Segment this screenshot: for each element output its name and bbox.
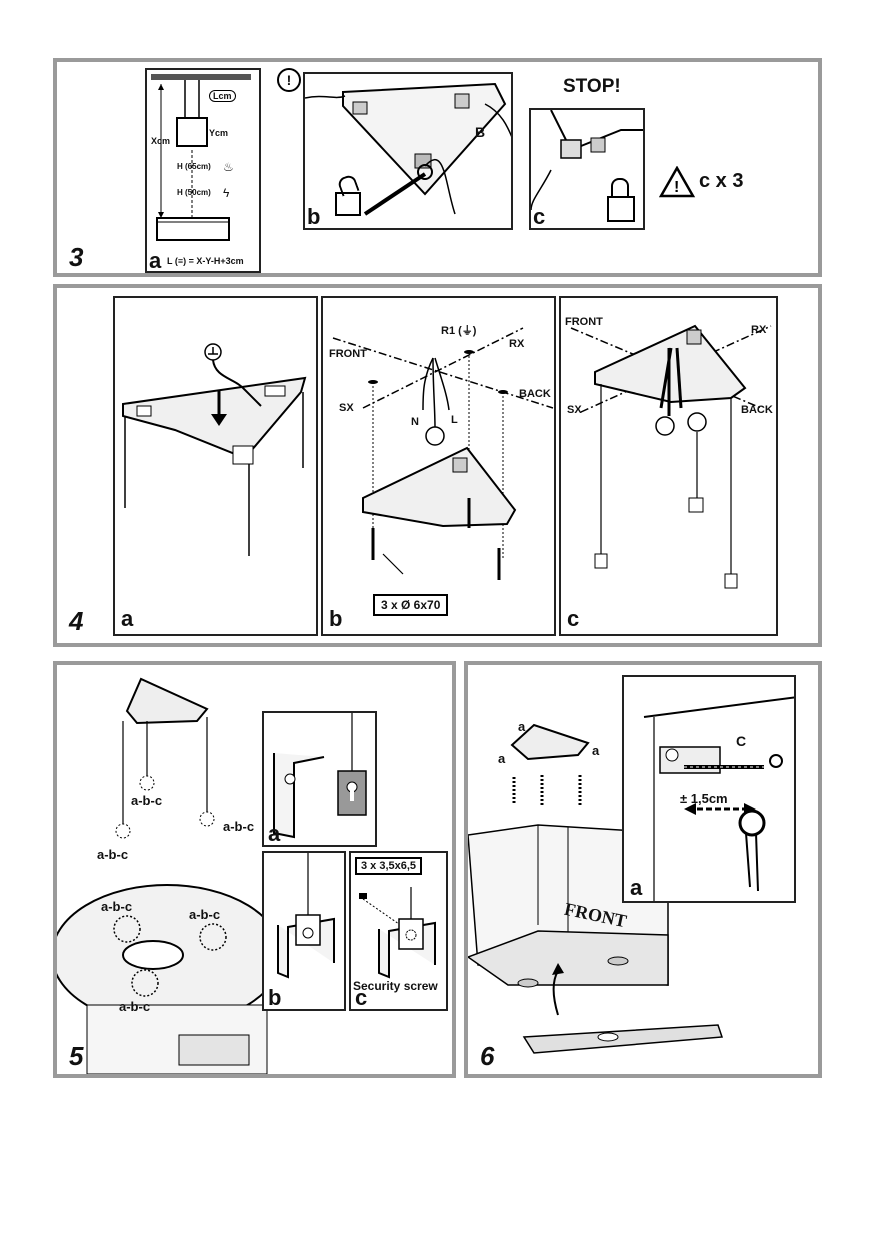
abc-label-1: a-b-c	[131, 793, 163, 808]
panel-5c: 3 x 3,5x6,5 Security screw c	[349, 851, 448, 1011]
security-screw-illustration	[359, 887, 436, 979]
unlocked-padlock-icon	[335, 192, 361, 216]
panel-4a-letter: a	[121, 606, 134, 631]
hood-mounting-illustration	[57, 677, 283, 1074]
abc-label-4: a-b-c	[101, 899, 133, 914]
ceiling-drill-illustration	[332, 327, 554, 580]
panel-5b-letter: b	[268, 985, 282, 1010]
warning-triangle-icon: !	[659, 166, 696, 198]
step-3-frame: 3 Lcm Ycm Xcm H (65cm) ♨ H (50cm) ϟ a L …	[53, 58, 822, 277]
screw-spec-box: 3 x Ø 6x70	[373, 594, 449, 616]
hood-attach-illustration	[468, 723, 724, 1054]
abc-label-5: a-b-c	[189, 907, 221, 922]
panel-3b: B b	[303, 72, 513, 230]
live-label: L	[451, 414, 458, 426]
abc-label-3: a-b-c	[223, 819, 255, 834]
screw-spec-box: 3 x 3,5x6,5	[355, 857, 423, 875]
panel-4c-letter: c	[567, 606, 580, 631]
h50-label: H (50cm)	[177, 188, 211, 197]
a-mark-1: a	[518, 719, 526, 734]
panel-3a: Lcm Ycm Xcm H (65cm) ♨ H (50cm) ϟ a L (≡…	[145, 68, 261, 273]
sx-label: SX	[567, 404, 582, 416]
ceiling-cables-illustration	[570, 324, 772, 589]
a-mark-3: a	[592, 743, 600, 758]
keyhole-plate-illustration	[273, 713, 367, 839]
step-5-frame: a-b-c a-b-c a-b-c a-b-c a-b-c a-b-c 5 a …	[53, 661, 456, 1078]
panel-5a-letter: a	[268, 821, 281, 846]
locked-padlock-icon	[607, 196, 635, 222]
r1-label: R1 (⏚)	[441, 325, 477, 337]
warning-circle-icon: !	[277, 68, 301, 92]
panel-4b-letter: b	[329, 606, 343, 631]
panel-5c-letter: c	[355, 985, 368, 1010]
panel-5a: a	[262, 711, 377, 847]
locked-padlock-shackle	[611, 178, 629, 198]
back-label: BACK	[519, 388, 551, 400]
svg-text:!: !	[674, 179, 679, 196]
hooked-plate-illustration	[277, 853, 335, 979]
height-adjust-illustration	[643, 696, 794, 901]
label-b: B	[475, 124, 486, 140]
panel-5b: b	[262, 851, 346, 1011]
label-c: C	[736, 733, 747, 749]
rx-label: RX	[751, 324, 767, 336]
panel-3c: c	[529, 108, 645, 230]
h65-label: H (65cm)	[177, 162, 211, 171]
step-4-frame: 4 a	[53, 284, 822, 647]
flame-icon: ♨	[223, 160, 234, 174]
step-6-number: 6	[480, 1041, 495, 1071]
distance-label: ± 1,5cm	[680, 791, 728, 806]
rx-label: RX	[509, 338, 525, 350]
sx-label: SX	[339, 402, 354, 414]
step-4-number: 4	[69, 606, 84, 636]
bracket-ground-illustration	[122, 343, 307, 556]
ground-symbol-icon: ⏚	[461, 325, 473, 337]
panel-6a: C ± 1,5cm a	[622, 675, 796, 903]
lcm-label: Lcm	[209, 90, 236, 102]
panel-6a-letter: a	[630, 875, 643, 900]
electric-icon: ϟ	[223, 186, 230, 200]
panel-3a-letter: a	[149, 248, 162, 273]
bracket-wiring-illustration	[305, 82, 511, 216]
height-diagram	[151, 74, 251, 241]
step-5-number: 5	[69, 1041, 84, 1071]
length-formula: L (≡) = X-Y-H+3cm	[167, 256, 244, 266]
front-label: FRONT	[329, 348, 367, 360]
panel-4b: R1 (⏚) FRONT RX SX BACK N L 3 x Ø 6x70 b	[321, 296, 556, 636]
panel-3b-letter: b	[307, 204, 321, 229]
ycm-label: Ycm	[209, 128, 229, 138]
locked-bracket-illustration	[531, 110, 643, 211]
panel-3c-letter: c	[533, 204, 546, 229]
abc-label-6: a-b-c	[119, 999, 151, 1014]
abc-label-2: a-b-c	[97, 847, 129, 862]
neutral-label: N	[411, 416, 419, 428]
a-mark-2: a	[498, 751, 506, 766]
panel-4c: FRONT RX SX BACK c	[559, 296, 778, 636]
panel-4a: a	[113, 296, 318, 636]
security-screw-label: Security screw	[353, 979, 438, 993]
xcm-label: Xcm	[151, 136, 171, 146]
repeat-count-label: c x 3	[699, 170, 744, 192]
step-3-number: 3	[69, 242, 84, 272]
stop-label: STOP!	[563, 76, 621, 97]
back-label: BACK	[741, 404, 773, 416]
front-label: FRONT	[565, 316, 603, 328]
step-6-frame: a a a FRONT 6 C ± 1,5cm a	[464, 661, 822, 1078]
